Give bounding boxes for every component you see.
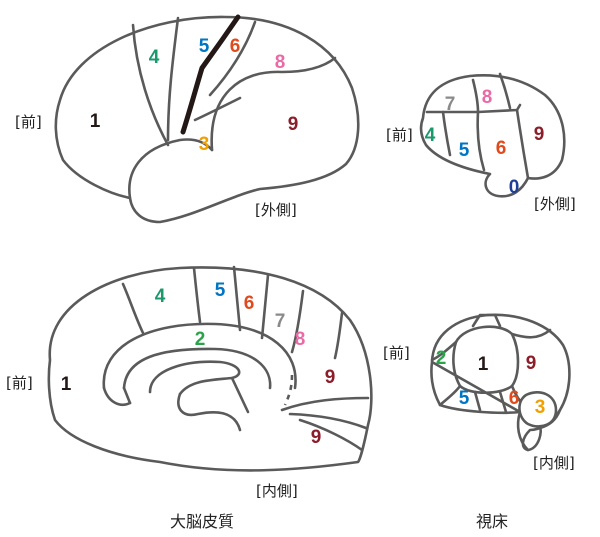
medial-thalamus-outline	[430, 313, 571, 452]
medial-region-boundary	[280, 396, 370, 412]
lateral-thalamus-region-8: 8	[482, 87, 493, 108]
medial-thalamus-boundary	[510, 328, 552, 339]
medial-cortex-front-label: [前]	[6, 374, 33, 392]
lateral-region-boundary	[131, 23, 170, 147]
medial-thalamus-region-9: 9	[526, 353, 537, 374]
lateral-thalamus-region-4: 4	[425, 125, 436, 146]
medial-region-boundary	[121, 282, 145, 335]
lateral-thalamus-view-label: [外側]	[534, 195, 576, 213]
medial-thalamus-lower-lobe	[516, 410, 530, 452]
medial-thalamus-boundary	[438, 384, 462, 407]
medial-cortex-region-8: 8	[295, 329, 306, 350]
lateral-region-boundary	[166, 16, 180, 142]
medial-thalamus-top-cap	[471, 313, 502, 328]
medial-thalamus-region-6: 6	[509, 388, 520, 409]
lateral-thalamus-boundary	[441, 110, 452, 157]
corpus-callosum-outer	[102, 322, 297, 390]
medial-thalamus-nucleus-3	[518, 390, 558, 428]
lateral-cortex-region-9: 9	[288, 114, 299, 135]
medial-cortex-region-9-lower: 9	[311, 427, 322, 448]
medial-thalamus-region-1: 1	[478, 354, 489, 375]
lateral-cortex-region-8: 8	[275, 52, 286, 73]
medial-dashed-sulcus	[283, 374, 294, 406]
medial-cortex-region-9: 9	[325, 367, 336, 388]
medial-region-boundary	[333, 311, 344, 360]
lateral-cortex-view: 1 3 4 5 6 8 9 [前] [外側]	[15, 14, 360, 224]
medial-cortex-view: 1 2 4 5 6 7 8 9 9 [前] [内側]	[6, 265, 373, 500]
medial-region-boundary	[260, 273, 270, 340]
medial-thalamus-region-3: 3	[535, 397, 546, 418]
corpus-callosum-inner-end	[122, 386, 132, 405]
medial-thalamus-view-label: [内側]	[533, 454, 575, 472]
medial-cortex-outline	[47, 266, 373, 472]
lateral-cortex-front-label: [前]	[15, 113, 42, 131]
medial-cortex-region-5: 5	[215, 280, 226, 301]
medial-cortex-region-6: 6	[244, 293, 255, 314]
lateral-region-boundary	[193, 96, 242, 122]
medial-thalamus-region-5: 5	[459, 388, 470, 409]
medial-region-boundary	[192, 266, 202, 324]
lateral-thalamus-boundary	[476, 110, 486, 172]
lateral-thalamus-view: 7 8 4 5 6 9 0 [前] [外側]	[386, 72, 576, 213]
lateral-cortex-region-3: 3	[199, 134, 210, 155]
medial-region-boundary	[290, 289, 305, 354]
medial-thalamus-region-2: 2	[436, 348, 447, 369]
thalamus-caption: 視床	[476, 512, 508, 531]
medial-thalamus-boundary	[498, 390, 508, 414]
lateral-cortex-region-6: 6	[230, 36, 241, 57]
lateral-thalamus-outline	[419, 74, 566, 198]
lateral-region-boundary	[210, 56, 337, 152]
lateral-thalamus-front-label: [前]	[386, 126, 413, 144]
lateral-cortex-region-5: 5	[199, 36, 210, 57]
medial-cortex-region-1: 1	[61, 374, 72, 395]
lateral-thalamus-boundary	[515, 108, 530, 180]
cortex-caption: 大脳皮質	[170, 512, 234, 531]
medial-cortex-region-7: 7	[275, 311, 286, 332]
lateral-thalamus-region-5: 5	[459, 140, 470, 161]
lateral-temporal-lobe	[128, 138, 214, 200]
lateral-region-boundary	[208, 20, 257, 97]
central-sulcus	[180, 14, 241, 135]
lateral-cortex-region-1: 1	[90, 111, 101, 132]
medial-arc-connector	[230, 376, 250, 414]
medial-cortex-view-label: [内側]	[256, 482, 298, 500]
medial-brainstem-curve	[177, 392, 242, 432]
lateral-thalamus-region-0: 0	[509, 177, 520, 198]
medial-cortex-region-4: 4	[155, 286, 166, 307]
medial-limbic-arc	[148, 360, 241, 396]
corpus-callosum-outer-end	[102, 386, 132, 407]
medial-thalamus-boundary	[473, 390, 482, 412]
lateral-thalamus-region-7: 7	[445, 94, 456, 115]
medial-thalamus-view: 2 1 9 5 6 3 [前] [内側]	[383, 313, 575, 472]
lateral-cortex-region-4: 4	[149, 47, 160, 68]
lateral-thalamus-boundary	[498, 72, 512, 110]
lateral-cortex-view-label: [外側]	[255, 201, 297, 219]
corpus-callosum-inner	[122, 347, 272, 390]
medial-region-boundary	[232, 265, 242, 332]
medial-cortex-region-2: 2	[195, 329, 206, 350]
lateral-thalamus-boundary	[471, 78, 480, 114]
lateral-thalamus-region-9: 9	[534, 124, 545, 145]
lateral-thalamus-region-6: 6	[496, 138, 507, 159]
medial-thalamus-front-label: [前]	[383, 344, 410, 362]
lateral-cortex-outline	[54, 15, 360, 224]
medial-region-boundary	[288, 412, 368, 430]
medial-region-boundary	[298, 418, 364, 452]
medial-thalamus-boundary	[430, 340, 458, 362]
